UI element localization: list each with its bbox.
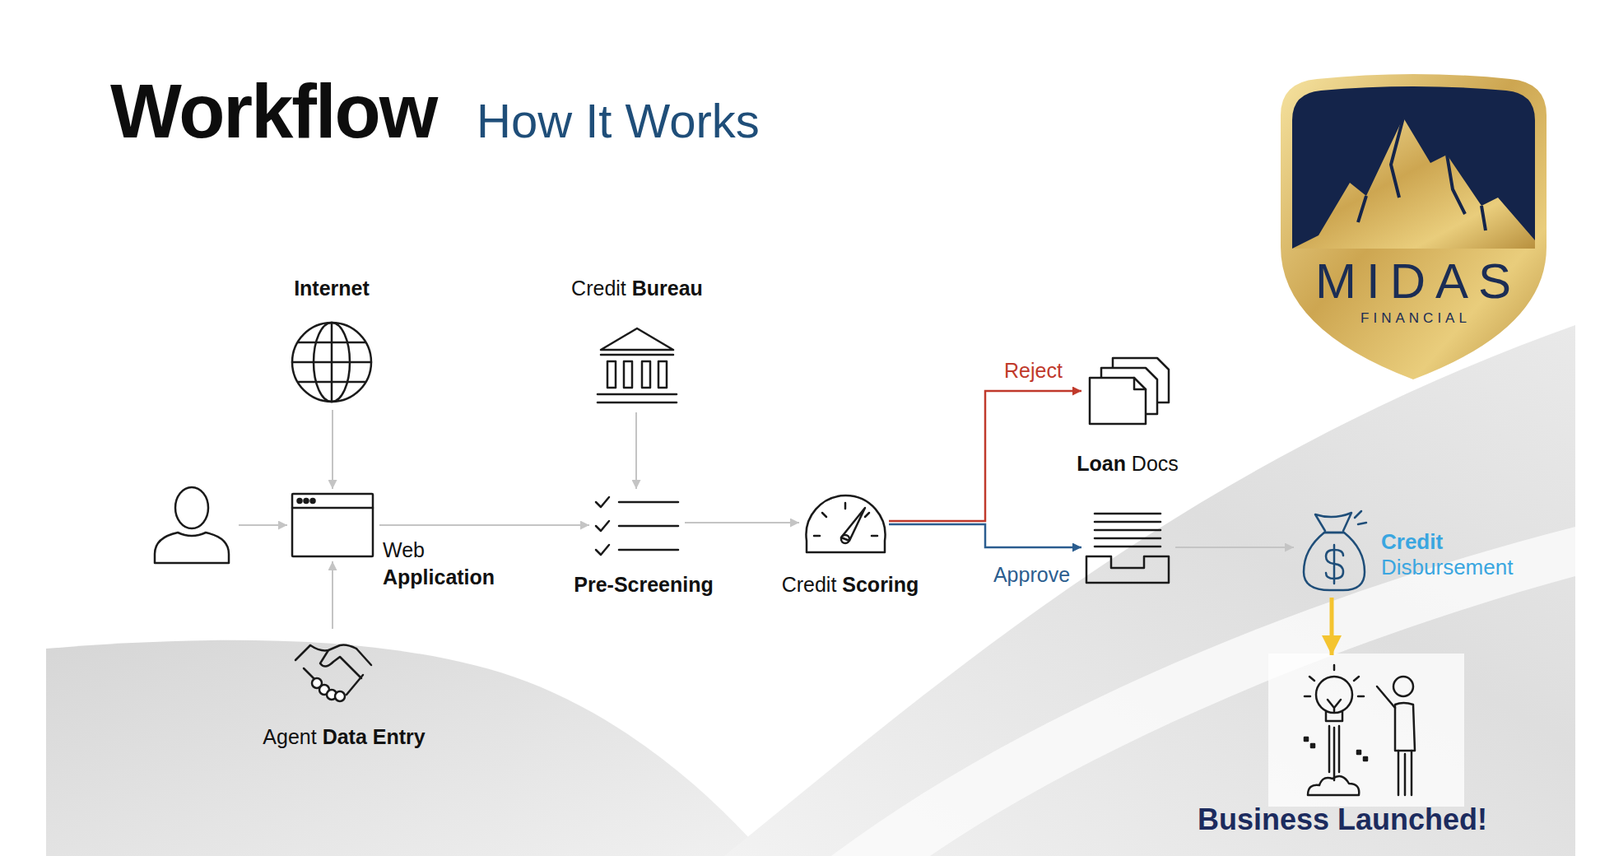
- flow-connector: [379, 524, 590, 526]
- hands-icon: [292, 633, 375, 704]
- midas-logo-shield: [1280, 74, 1547, 380]
- node-label-word: Web: [382, 538, 425, 562]
- flow-connector: [1175, 546, 1294, 549]
- highlight-arrow: [1330, 597, 1335, 656]
- connector-label: Approve: [993, 561, 1070, 589]
- white-wave-band: [831, 526, 1576, 856]
- node-label-word: Loan: [1076, 451, 1126, 475]
- bank-icon: [594, 323, 680, 408]
- flow-connector: [331, 409, 334, 489]
- globe-icon: [288, 319, 375, 405]
- node-label: Business Launched!: [1197, 800, 1488, 840]
- bank-node: Credit Bureau: [594, 323, 680, 408]
- web-node: Web Application: [290, 492, 375, 559]
- node-label-word: Entry: [372, 725, 426, 749]
- checks-icon: [592, 492, 680, 560]
- gauge-node: Credit Scoring: [802, 489, 889, 556]
- user-icon: [149, 483, 234, 566]
- launch-icon: [1271, 658, 1437, 799]
- node-label: Loan Docs: [1076, 450, 1179, 478]
- node-label-word: Internet: [293, 276, 370, 300]
- flow-connector: [684, 521, 800, 524]
- node-label-word: Disbursement: [1381, 554, 1513, 580]
- grey-wave-left: [46, 640, 766, 856]
- flow-connector: [888, 390, 1082, 521]
- node-label: Agent Data Entry: [262, 723, 425, 751]
- node-label: Credit Disbursement: [1381, 529, 1534, 581]
- flow-connector: [888, 524, 1082, 548]
- user-node: [149, 483, 234, 566]
- node-label-word: Application: [382, 565, 495, 589]
- grey-wave-right: [724, 325, 1576, 856]
- node-label-word: Credit: [781, 572, 838, 596]
- node-label: Credit Bureau: [571, 274, 703, 303]
- checks-node: Pre-Screening: [592, 492, 680, 560]
- tray-icon: [1084, 510, 1171, 585]
- node-label: Internet: [293, 274, 370, 303]
- launch-node: Business Launched!: [1271, 658, 1437, 799]
- flow-connector: [238, 524, 288, 526]
- node-label-word: Pre-Screening: [573, 572, 714, 596]
- tray-node: [1084, 510, 1171, 585]
- slide-title: Workflow: [110, 73, 437, 149]
- node-label-word: Launched!: [1337, 802, 1488, 837]
- node-label-word: Business: [1197, 802, 1330, 837]
- node-label-word: Credit: [571, 276, 627, 300]
- logo-wordmark: MIDAS: [1315, 256, 1521, 307]
- node-label-word: Scoring: [841, 572, 919, 596]
- node-label: Pre-Screening: [573, 571, 714, 599]
- bag-icon: [1297, 506, 1367, 593]
- gauge-icon: [802, 489, 889, 556]
- node-label-word: Agent: [262, 725, 317, 749]
- node-label: Credit Scoring: [781, 571, 920, 599]
- node-label-word: Bureau: [632, 276, 703, 300]
- slide-subtitle: How It Works: [476, 97, 760, 145]
- illustration-backdrop: [1268, 653, 1465, 807]
- flow-connector: [331, 561, 334, 629]
- globe-node: Internet: [288, 319, 375, 405]
- connector-label: Reject: [1004, 357, 1063, 385]
- node-label-word: Credit: [1381, 529, 1443, 554]
- node-label-word: Data: [322, 725, 368, 749]
- docs-node: Loan Docs: [1084, 356, 1171, 426]
- web-icon: [290, 492, 375, 559]
- flow-connector: [635, 412, 638, 489]
- bag-node: Credit Disbursement: [1297, 506, 1367, 593]
- node-label-word: Docs: [1131, 451, 1179, 475]
- docs-icon: [1084, 356, 1171, 426]
- hands-node: Agent Data Entry: [292, 633, 375, 704]
- node-label: Web Application: [382, 536, 498, 591]
- logo-subtext: FINANCIAL: [1360, 311, 1471, 326]
